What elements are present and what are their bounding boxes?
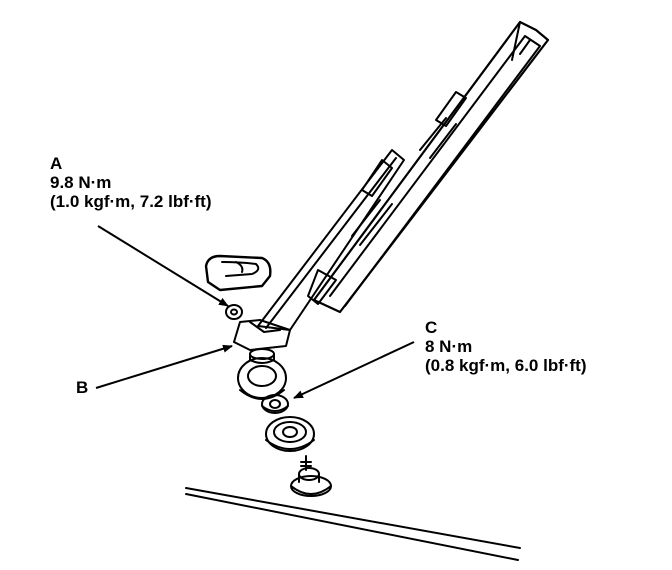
callout-a-letter: A (50, 154, 63, 173)
nut-c (261, 394, 289, 414)
leader-line-c (293, 341, 415, 399)
wiper-motor-shaft (290, 455, 332, 497)
body-panel-lines (185, 487, 521, 561)
callout-c-letter: C (425, 318, 438, 337)
pivot-base (249, 348, 275, 364)
nut-a (225, 304, 243, 320)
callout-b: B (76, 378, 88, 397)
seal (265, 416, 315, 452)
callout-c: C 8 N·m (0.8 kgf·m, 6.0 lbf·ft) (425, 318, 587, 375)
grommet (237, 357, 287, 400)
leader-line-a (97, 225, 229, 307)
callout-a-torque-alt: (1.0 kgf·m, 7.2 lbf·ft) (50, 192, 212, 211)
callout-c-torque-nm: 8 N·m (425, 337, 473, 356)
callout-c-torque-alt: (0.8 kgf·m, 6.0 lbf·ft) (425, 356, 587, 375)
callout-a: A 9.8 N·m (1.0 kgf·m, 7.2 lbf·ft) (50, 154, 212, 211)
wiper-blade (307, 20, 550, 314)
callout-b-letter: B (76, 378, 89, 397)
wiper-arm (233, 149, 405, 351)
leader-line-b (95, 344, 233, 389)
pivot-cap (204, 254, 272, 292)
callout-a-torque-nm: 9.8 N·m (50, 173, 112, 192)
